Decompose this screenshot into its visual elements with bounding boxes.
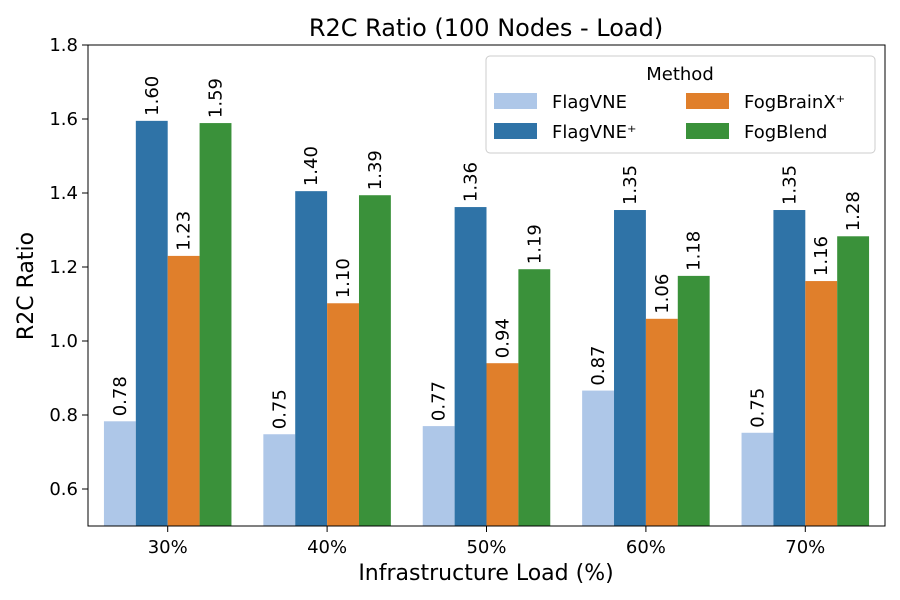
bar-flagvne--40pct bbox=[295, 191, 328, 526]
legend-swatch bbox=[686, 123, 729, 139]
bar-flagvne-50pct bbox=[422, 426, 455, 526]
bar-value-label: 1.28 bbox=[843, 191, 864, 231]
y-tick-label: 1.8 bbox=[49, 35, 78, 56]
bar-value-label: 0.77 bbox=[429, 381, 450, 421]
bar-flagvne-70pct bbox=[741, 432, 774, 526]
bar-value-label: 0.87 bbox=[588, 346, 609, 386]
legend-label: FogBlend bbox=[744, 122, 827, 143]
x-axis-label: Infrastructure Load (%) bbox=[358, 561, 613, 586]
y-tick-label: 1.6 bbox=[49, 109, 78, 130]
y-tick-label: 1.4 bbox=[49, 183, 78, 204]
bar-fogbrainx--70pct bbox=[805, 281, 838, 526]
y-axis: 0.6 0.8 1.0 1.2 1.4 1.6 1.8 bbox=[49, 35, 88, 500]
x-axis: 30% 40% 50% 60% 70% bbox=[148, 526, 825, 558]
bar-value-label: 1.19 bbox=[524, 224, 545, 264]
plot-frame bbox=[87, 44, 886, 527]
bar-fogbrainx--30pct bbox=[167, 255, 200, 526]
chart-title: R2C Ratio (100 Nodes - Load) bbox=[309, 14, 663, 42]
bar-value-label: 0.78 bbox=[110, 376, 131, 416]
data-labels-group: 0.78 1.60 1.23 1.59 0.75 1.40 1.10 1.39 0.77 1.36… bbox=[110, 76, 864, 429]
legend-label: FogBrainX⁺ bbox=[744, 92, 845, 113]
bar-value-label: 0.75 bbox=[269, 389, 290, 429]
bar-fogbrainx--40pct bbox=[327, 303, 359, 526]
y-tick-label: 0.6 bbox=[49, 479, 78, 500]
bar-flagvne--60pct bbox=[614, 210, 646, 526]
bar-flagvne-60pct bbox=[582, 390, 615, 526]
bar-flagvne--50pct bbox=[454, 207, 487, 526]
bar-value-label: 1.35 bbox=[620, 165, 641, 205]
bar-value-label: 1.40 bbox=[301, 146, 322, 186]
bar-value-label: 1.36 bbox=[461, 162, 482, 202]
legend: Method FlagVNE FlagVNE⁺ FogBrainX⁺ FogBlend bbox=[485, 55, 876, 154]
y-tick-label: 0.8 bbox=[49, 405, 78, 426]
x-tick-label: 50% bbox=[466, 537, 506, 558]
bar-value-label: 1.60 bbox=[142, 76, 163, 116]
bar-value-label: 0.75 bbox=[747, 388, 768, 428]
x-tick-label: 60% bbox=[626, 537, 666, 558]
bar-fogblend-30pct bbox=[199, 123, 232, 526]
y-tick-label: 1.2 bbox=[49, 257, 78, 278]
legend-title: Method bbox=[646, 64, 714, 85]
y-axis-label: R2C Ratio bbox=[14, 232, 39, 340]
bar-flagvne-30pct bbox=[103, 421, 136, 526]
bar-value-label: 1.39 bbox=[365, 150, 386, 190]
legend-label: FlagVNE bbox=[552, 92, 627, 113]
bar-flagvne--30pct bbox=[135, 120, 168, 526]
x-tick-label: 70% bbox=[785, 537, 825, 558]
bar-value-label: 1.35 bbox=[779, 165, 800, 205]
bar-fogbrainx--60pct bbox=[645, 318, 678, 526]
bar-value-label: 1.18 bbox=[684, 231, 705, 271]
legend-box bbox=[485, 55, 876, 154]
legend-swatch bbox=[686, 93, 729, 109]
legend-label: FlagVNE⁺ bbox=[552, 122, 636, 143]
bar-fogblend-70pct bbox=[837, 236, 870, 527]
y-tick-label: 1.0 bbox=[49, 331, 78, 352]
bar-fogblend-60pct bbox=[677, 275, 710, 526]
legend-swatch bbox=[494, 123, 537, 139]
bar-value-label: 1.06 bbox=[652, 274, 673, 314]
bar-fogblend-50pct bbox=[518, 269, 551, 526]
bar-flagvne-40pct bbox=[263, 434, 296, 526]
bar-flagvne--70pct bbox=[773, 210, 806, 526]
legend-items: FlagVNE FlagVNE⁺ FogBrainX⁺ FogBlend bbox=[494, 92, 845, 143]
bar-value-label: 1.59 bbox=[206, 78, 227, 118]
bar-fogblend-40pct bbox=[358, 195, 391, 526]
bar-value-label: 0.94 bbox=[492, 318, 513, 358]
bar-value-label: 1.16 bbox=[811, 236, 832, 276]
x-tick-label: 30% bbox=[148, 537, 188, 558]
x-tick-label: 40% bbox=[307, 537, 347, 558]
bar-value-label: 1.23 bbox=[174, 211, 195, 251]
bars-group bbox=[103, 120, 870, 527]
bar-fogbrainx--50pct bbox=[486, 363, 519, 526]
legend-swatch bbox=[494, 93, 537, 109]
bar-value-label: 1.10 bbox=[333, 258, 354, 298]
